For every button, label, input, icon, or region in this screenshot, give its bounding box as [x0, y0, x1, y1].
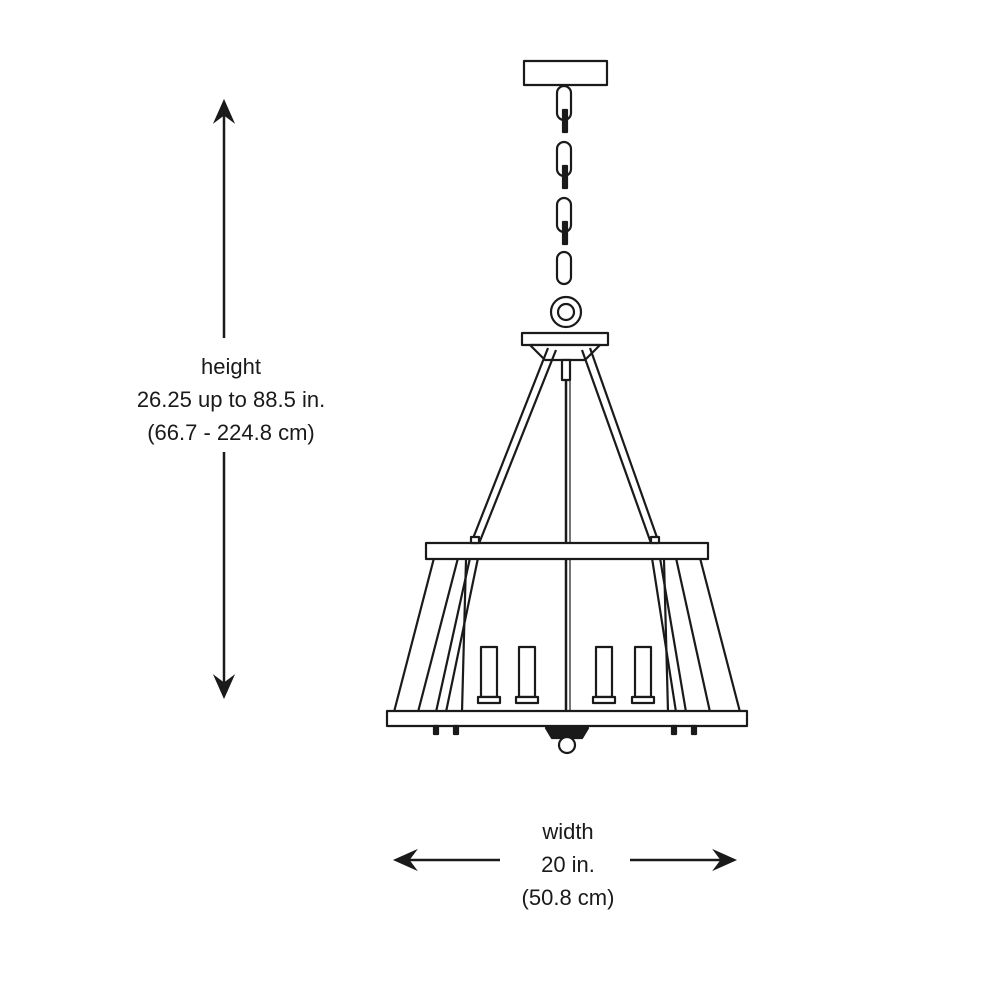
bottom-ring	[385, 709, 749, 728]
top-hub	[520, 331, 610, 347]
ring-brackets	[432, 724, 698, 736]
height-label: height 26.25 up to 88.5 in. (66.7 - 224.…	[100, 350, 362, 449]
upper-ring	[424, 541, 710, 561]
width-dimension-arrow	[392, 848, 738, 872]
height-metric: (66.7 - 224.8 cm)	[147, 420, 315, 445]
width-title: width	[542, 819, 594, 844]
frame-arms	[392, 347, 742, 713]
candle-lights	[476, 645, 656, 705]
bottom-finial	[544, 726, 590, 740]
width-imperial: 20 in.	[541, 852, 595, 877]
width-label: width 20 in. (50.8 cm)	[468, 815, 668, 914]
chain	[549, 84, 583, 329]
ceiling-canopy	[522, 59, 609, 87]
height-title: height	[201, 354, 261, 379]
width-metric: (50.8 cm)	[521, 885, 615, 910]
chandelier	[385, 59, 749, 755]
height-imperial: 26.25 up to 88.5 in.	[136, 387, 326, 412]
height-dimension-arrow	[212, 98, 236, 700]
